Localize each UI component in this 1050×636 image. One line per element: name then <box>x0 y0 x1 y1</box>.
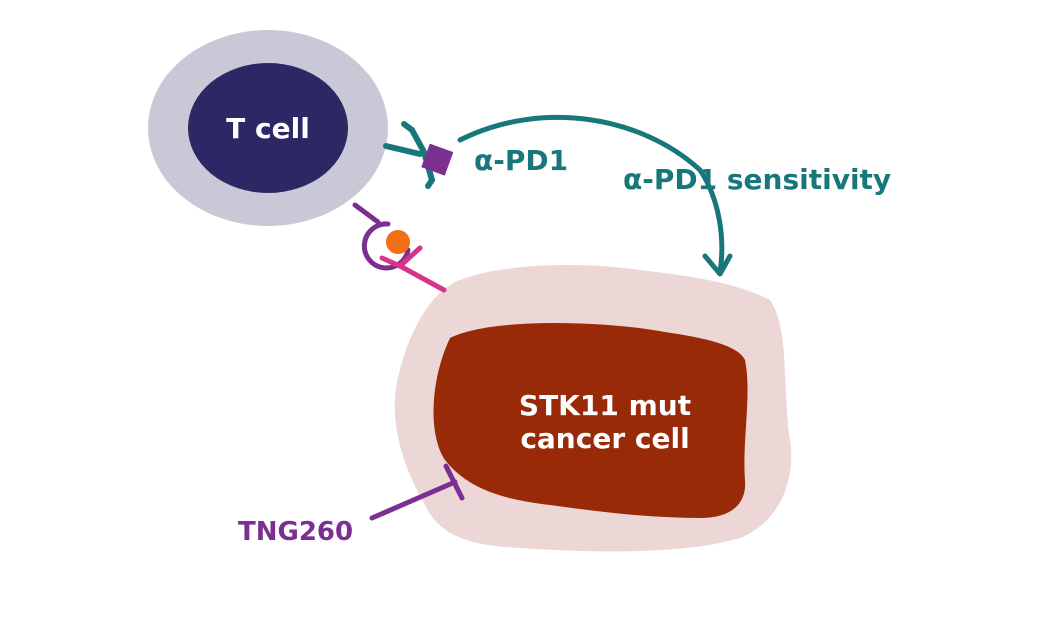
sensitivity-arrow <box>457 115 725 275</box>
t-cell-inner <box>188 63 348 193</box>
cancer-cell-label-line2: cancer cell <box>520 422 689 455</box>
sensitivity-arrowhead <box>702 253 733 277</box>
pd1-receptor <box>383 121 435 189</box>
tng260-inhibition-bar <box>443 463 465 501</box>
cancer-cell-label-line1: STK11 mut <box>519 389 691 422</box>
tng260-inhibition-line <box>369 479 458 521</box>
t-cell-label: T cell <box>226 112 310 145</box>
receptor-ligand-pair <box>352 202 447 293</box>
ligand-dot <box>386 230 410 254</box>
sensitivity-label: α-PD1 sensitivity <box>623 163 891 196</box>
anti-pd1-label: α-PD1 <box>474 144 568 177</box>
anti-pd1-antibody <box>421 143 454 176</box>
tng260-label: TNG260 <box>238 517 353 547</box>
cancer-cell-inner <box>433 322 748 518</box>
